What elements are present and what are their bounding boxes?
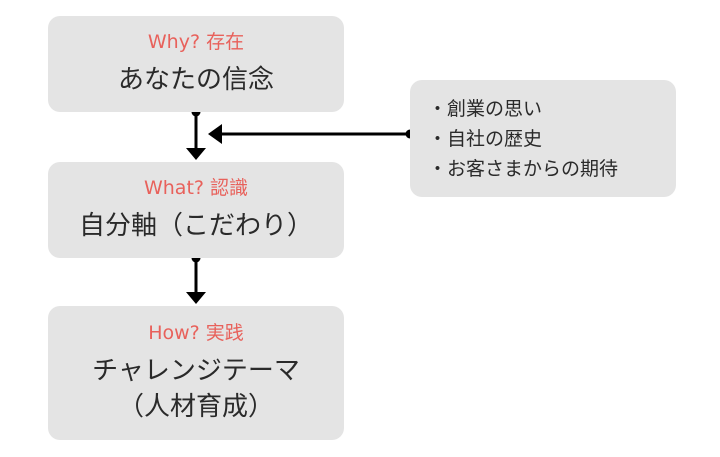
notes-box: ・創業の思い ・自社の歴史 ・お客さまからの期待 [410, 80, 676, 197]
why-label: Why? 存在 [147, 31, 245, 53]
what-box: What? 認識 自分軸（こだわり） [48, 162, 344, 258]
note-item: ・創業の思い [428, 97, 543, 120]
arrow-notes-to-flow [208, 124, 415, 144]
arrow-why-to-what [186, 107, 206, 160]
note-item: ・お客さまからの期待 [428, 157, 619, 180]
what-label: What? 認識 [143, 177, 249, 199]
why-text: あなたの信念 [117, 65, 274, 95]
note-item: ・自社の歴史 [428, 127, 543, 150]
how-text: チャレンジテーマ （人材育成） [92, 353, 300, 425]
arrow-what-to-how [186, 253, 206, 304]
how-text-line-2: （人材育成） [117, 392, 274, 422]
how-text-line-1: チャレンジテーマ [92, 356, 300, 386]
how-label: How? 実践 [148, 322, 244, 344]
how-box: How? 実践 チャレンジテーマ （人材育成） [48, 306, 344, 440]
why-box: Why? 存在 あなたの信念 [48, 16, 344, 112]
what-text: 自分軸（こだわり） [78, 211, 313, 241]
